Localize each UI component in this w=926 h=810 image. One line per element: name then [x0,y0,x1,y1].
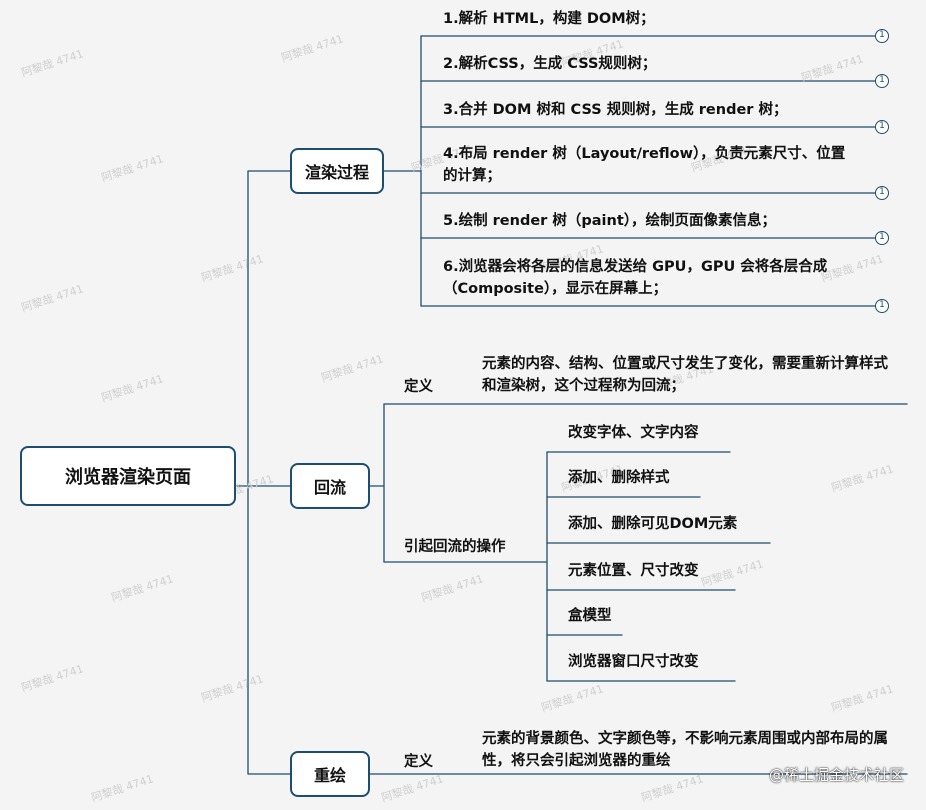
step-5-badge-icon[interactable]: 1 [875,231,889,245]
step-4-badge-icon[interactable]: 1 [875,186,889,200]
render-step-3: 3.合并 DOM 树和 CSS 规则树，生成 render 树； [443,102,788,118]
reflow-triggers-label: 引起回流的操作 [404,539,506,555]
reflow-trigger-4: 元素位置、尺寸改变 [568,563,699,579]
reflow-node[interactable]: 回流 [290,463,370,509]
repaint-label: 重绘 [313,766,346,785]
reflow-trigger-6: 浏览器窗口尺寸改变 [568,654,699,670]
reflow-trigger-2: 添加、删除样式 [568,470,670,486]
render-step-4: 4.布局 render 树（Layout/reflow），负责元素尺寸、位置的计… [443,146,846,184]
render-step-2: 2.解析CSS，生成 CSS规则树； [443,56,657,72]
root-node[interactable]: 浏览器渲染页面 [20,446,236,506]
reflow-connector [369,403,385,563]
root-connector [235,170,291,775]
render-step-1: 1.解析 HTML，构建 DOM树； [443,11,655,27]
step-1-badge-icon[interactable]: 1 [875,29,889,43]
root-label: 浏览器渲染页面 [65,467,191,488]
reflow-trigger-3: 添加、删除可见DOM元素 [568,516,738,532]
step-3-badge-icon[interactable]: 1 [875,120,889,134]
render-step-6: 6.浏览器会将各层的信息发送给 GPU，GPU 会将各层合成（Composite… [443,259,828,297]
repaint-node[interactable]: 重绘 [290,751,370,797]
reflow-trigger-5: 盒模型 [568,608,612,624]
render-step-5: 5.绘制 render 树（paint），绘制页面像素信息； [443,213,777,229]
render-process-node[interactable]: 渲染过程 [290,148,384,194]
site-credit: @稀土掘金技术社区 [768,766,904,784]
reflow-definition-label: 定义 [404,379,433,395]
step-2-badge-icon[interactable]: 1 [875,74,889,88]
step-6-badge-icon[interactable]: 1 [875,299,889,313]
repaint-definition-text: 元素的背景颜色、文字颜色等，不影响元素周围或内部布局的属性，将只会引起浏览器的重… [482,731,888,769]
render-process-label: 渲染过程 [304,163,369,182]
reflow-label: 回流 [313,478,346,497]
repaint-definition-label: 定义 [404,754,433,770]
reflow-trigger-1: 改变字体、文字内容 [568,425,699,441]
reflow-definition-text: 元素的内容、结构、位置或尺寸发生了变化，需要重新计算样式和渲染树，这个过程称为回… [482,356,888,394]
reflow-triggers-line [383,451,548,682]
